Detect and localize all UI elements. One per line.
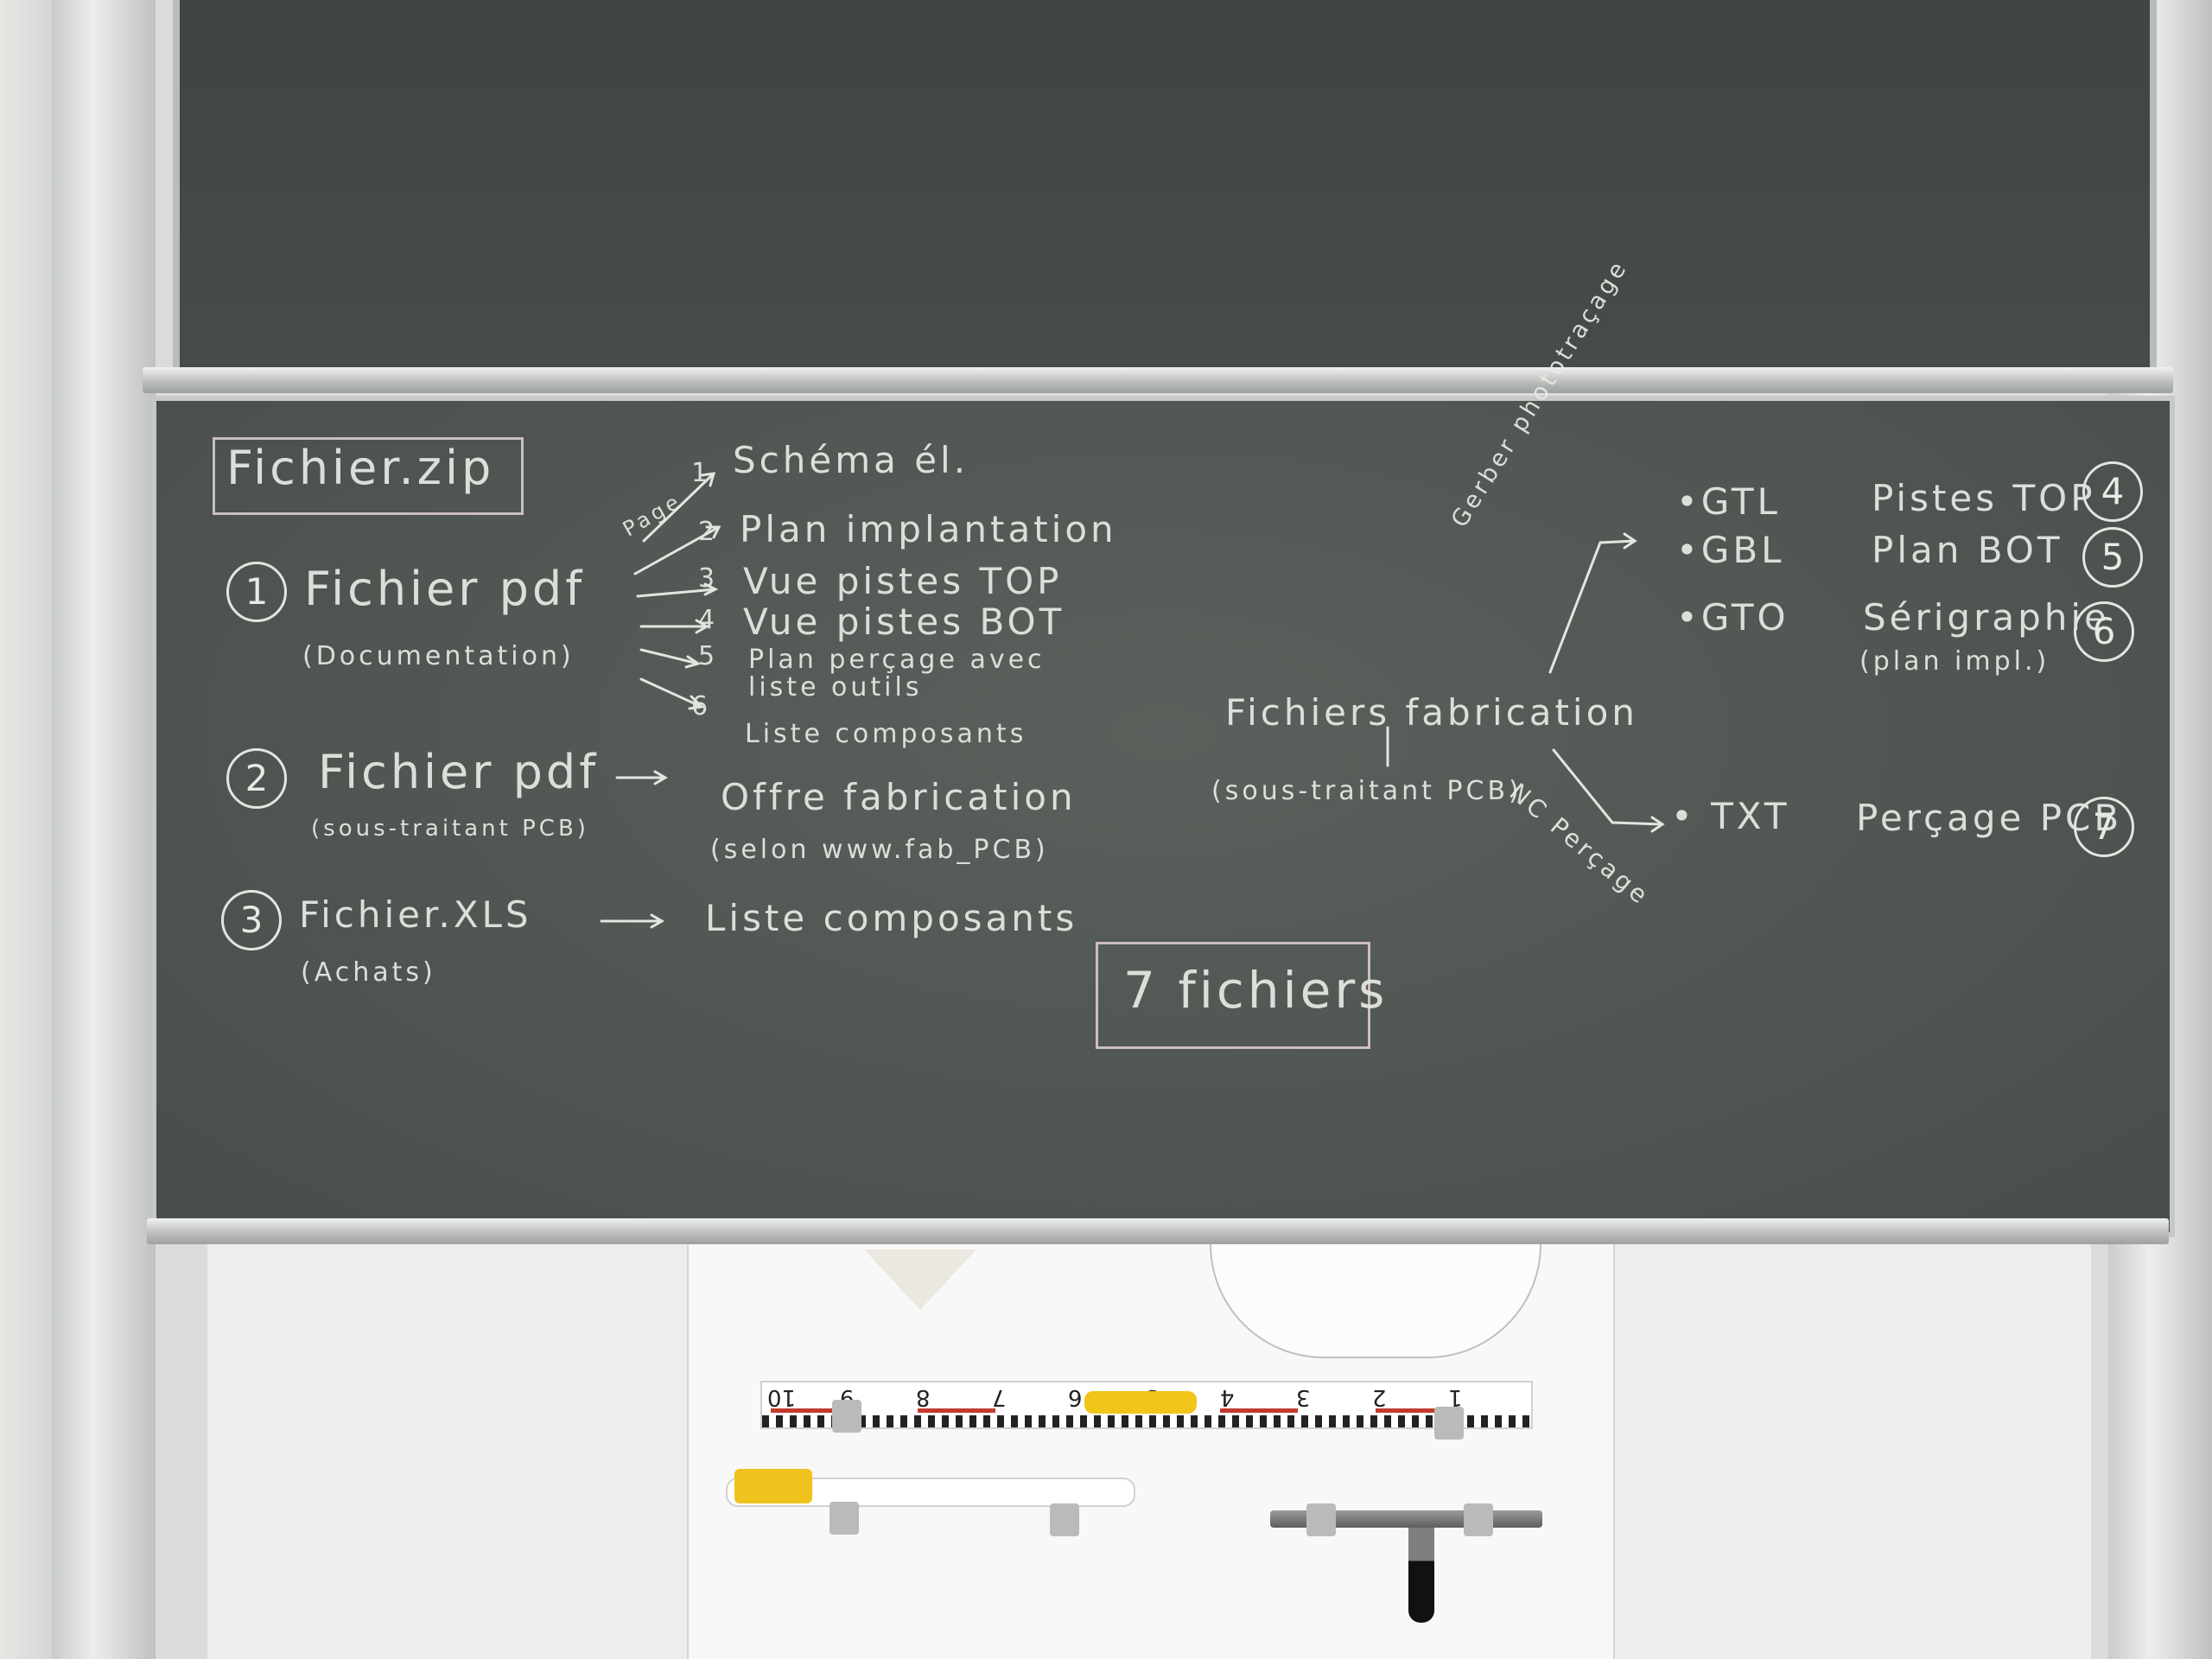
page-text-2: Plan implantation (740, 508, 1117, 550)
page-text-6: Liste composants (745, 719, 1027, 749)
fabrication-subtitle: (sous-traitant PCB) (1211, 776, 1522, 806)
arrow-page-2 (633, 525, 721, 575)
ruler-yellow-grip (1084, 1391, 1197, 1414)
upper-chalkboard (173, 0, 2157, 372)
item1-number: 1 (226, 562, 287, 622)
chalkboard (151, 396, 2175, 1237)
ruler-number: 2 (1372, 1384, 1387, 1410)
compass-yellow-head (734, 1469, 812, 1503)
upper-rail (143, 367, 2173, 393)
output-number-7: 7 (2074, 797, 2134, 857)
ruler-number: 8 (916, 1384, 931, 1410)
ruler-holder-clip (1434, 1407, 1464, 1440)
arrow-page-5 (639, 648, 702, 669)
output-ext-txt: • TXT (1671, 795, 1790, 837)
page-text-5b: liste outils (748, 672, 923, 702)
zip-title: Fichier.zip (226, 441, 495, 495)
item3-number: 3 (221, 890, 282, 950)
item2-target: Offre fabrication (721, 776, 1077, 818)
arrow-nc (1552, 748, 1665, 833)
wall (0, 0, 52, 1659)
ruler-ticks (762, 1415, 1531, 1427)
ruler-red-mark (1376, 1408, 1445, 1413)
item3-title: Fichier.XLS (299, 893, 532, 936)
zip-title-box (213, 437, 524, 515)
total-text: 7 fichiers (1123, 961, 1389, 1020)
ruler-number: 6 (1068, 1384, 1083, 1410)
ruler-number: 10 (767, 1384, 797, 1410)
ruler-holder-clip (832, 1400, 861, 1433)
page-text-3: Vue pistes TOP (743, 560, 1063, 602)
page-text-4: Vue pistes BOT (743, 601, 1065, 643)
item2-title: Fichier pdf (318, 745, 600, 799)
compass-holder-clip (1050, 1503, 1079, 1536)
output-ext-gto: •GTO (1676, 596, 1789, 639)
squeegee-holder-clip (1464, 1503, 1493, 1536)
output-desc-gbl: Plan BOT (1872, 529, 2063, 571)
arrow-page-6 (639, 677, 705, 710)
output-desc-gto: Sérigraphie (1863, 596, 2110, 639)
item1-subtitle: (Documentation) (302, 641, 575, 671)
total-box (1096, 942, 1370, 1049)
fabrication-title: Fichiers fabrication (1225, 691, 1638, 734)
squeegee-handle (1408, 1528, 1434, 1623)
arrow-page-1 (642, 472, 716, 543)
page-num-2: 2 (698, 517, 719, 547)
set-square (864, 1249, 976, 1310)
page-num-5: 5 (698, 641, 719, 671)
chalk-tray (147, 1218, 2169, 1244)
ruler-red-mark (918, 1408, 995, 1413)
output-number-5: 5 (2082, 527, 2143, 588)
arrow-gerber (1548, 532, 1637, 674)
ruler-red-mark (771, 1408, 840, 1413)
ruler-red-mark (1220, 1408, 1298, 1413)
output-desc-gtl: Pistes TOP (1872, 477, 2096, 519)
item2-subtitle: (sous-traitant PCB) (311, 816, 589, 842)
output-ext-gtl: •GTL (1676, 480, 1781, 523)
ruler-number: 3 (1296, 1384, 1311, 1410)
output-note-gto: (plan impl.) (1859, 646, 2050, 677)
ruler-number: 7 (992, 1384, 1007, 1410)
left-frame-post (52, 0, 156, 1659)
output-number-4: 4 (2082, 461, 2143, 522)
output-ext-gbl: •GBL (1676, 529, 1785, 571)
compass-holder-clip (830, 1502, 859, 1535)
item2-number: 2 (226, 748, 287, 809)
squeegee-holder-clip (1306, 1503, 1336, 1536)
arrow-page-3 (636, 582, 719, 598)
item3-target: Liste composants (705, 897, 1078, 939)
item1-title: Fichier pdf (304, 562, 586, 616)
page-text-5: Plan perçage avec (748, 645, 1046, 675)
page-num-1: 1 (691, 458, 712, 488)
page-text-1: Schéma él. (733, 439, 969, 481)
arrow-page-4 (639, 619, 709, 634)
arrow-item2 (615, 770, 668, 785)
ruler-number: 4 (1220, 1384, 1235, 1410)
item3-subtitle: (Achats) (301, 957, 436, 988)
item2-target-note: (selon www.fab_PCB) (710, 835, 1049, 865)
arrow-item3 (600, 913, 664, 929)
output-number-6: 6 (2074, 601, 2134, 662)
protractor (1210, 1244, 1541, 1358)
